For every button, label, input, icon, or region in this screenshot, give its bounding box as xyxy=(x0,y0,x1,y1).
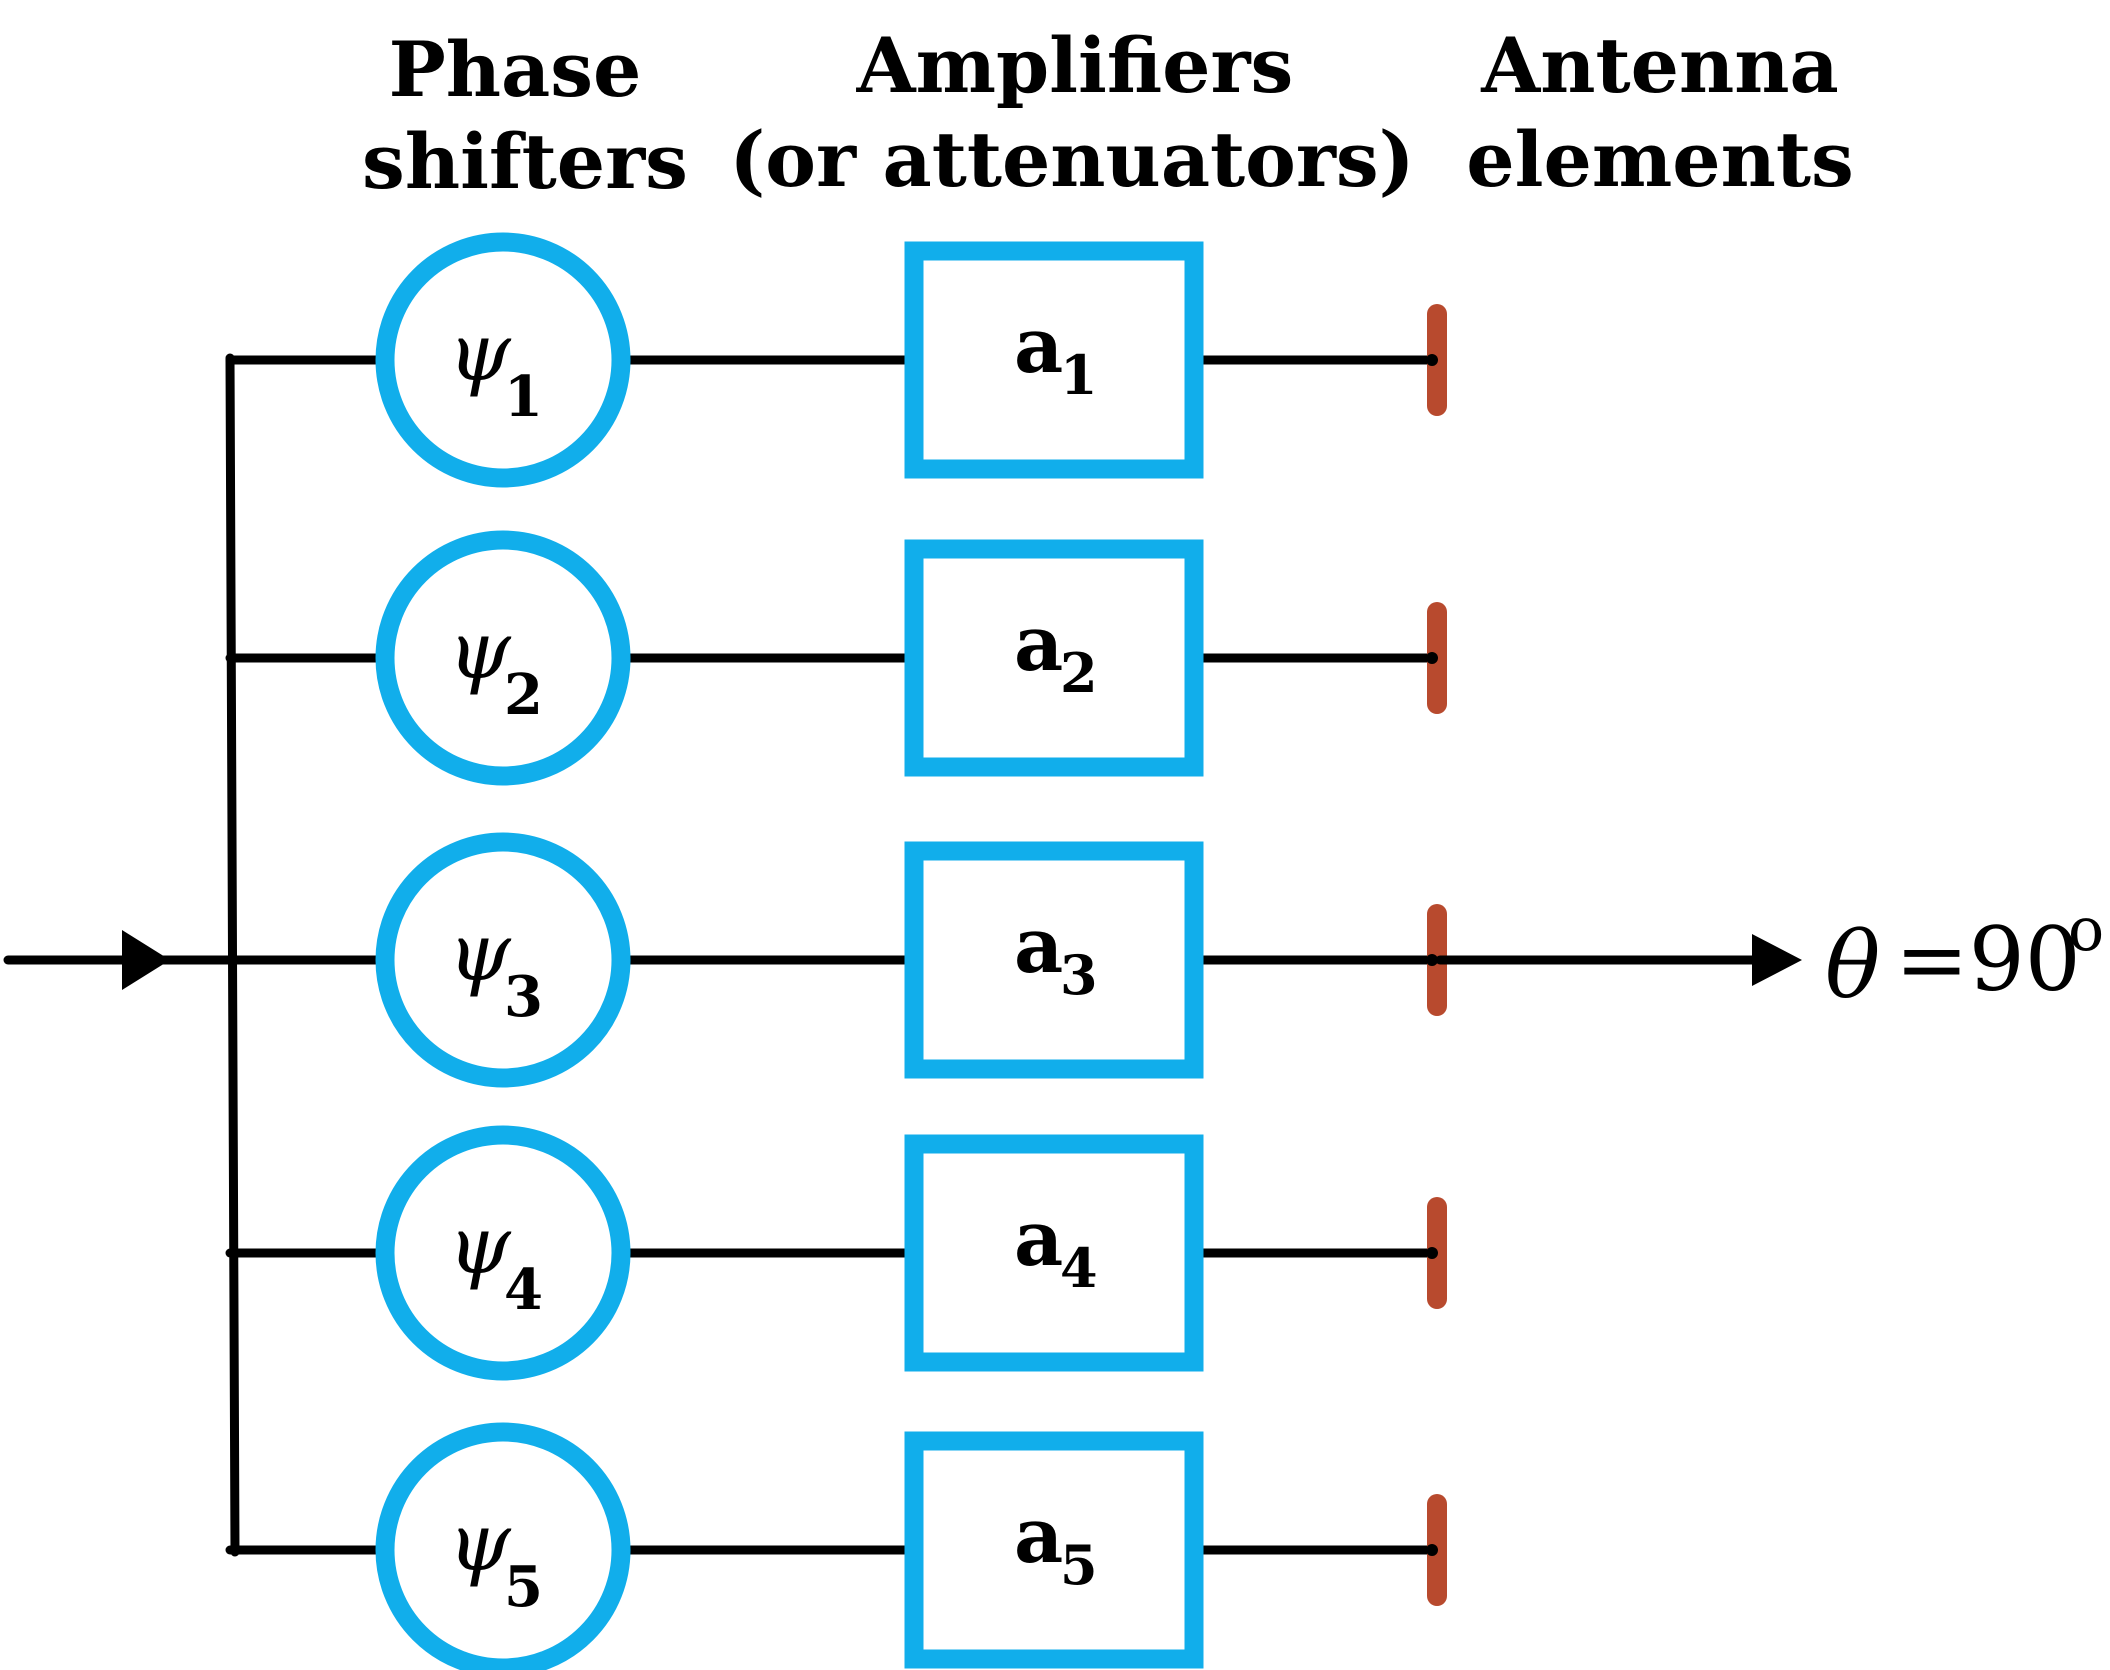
phase-shifter-4 xyxy=(375,1125,631,1381)
phase-symbol-4: ψ xyxy=(448,1199,512,1292)
amplifier-5 xyxy=(904,1431,1204,1669)
amp-symbol-5: a xyxy=(1014,1491,1063,1580)
header-antenna-line2: elements xyxy=(1466,115,1854,204)
amp-index-2: 2 xyxy=(1060,641,1098,705)
phase-index-5: 5 xyxy=(504,1554,543,1620)
header-phase-line2: shifters xyxy=(362,117,688,206)
feed-bus xyxy=(225,353,240,1557)
phase-symbol-3: ψ xyxy=(448,906,512,999)
amplifier-1 xyxy=(904,241,1204,479)
phase-symbol-2: ψ xyxy=(448,604,512,697)
amplifier-2 xyxy=(904,539,1204,777)
amp-symbol-1: a xyxy=(1014,301,1063,390)
amplifier-4 xyxy=(904,1134,1204,1372)
phase-index-1: 1 xyxy=(504,364,543,430)
phase-index-4: 4 xyxy=(504,1257,543,1323)
input-arrow-head xyxy=(122,930,170,990)
amp-index-5: 5 xyxy=(1060,1533,1098,1597)
amp-symbol-3: a xyxy=(1014,901,1063,990)
header-amplifiers: Amplifiers (or attenuators) xyxy=(729,21,1414,204)
header-phase-shifters: Phase shifters xyxy=(362,25,688,206)
antenna-feed-point-4 xyxy=(1426,1247,1438,1259)
amp-symbol-2: a xyxy=(1014,599,1063,688)
antenna-feed-point-2 xyxy=(1426,652,1438,664)
phase-index-2: 2 xyxy=(504,662,543,728)
header-phase-line1: Phase xyxy=(389,25,642,114)
amp-symbol-4: a xyxy=(1014,1194,1063,1283)
phase-shifter-5 xyxy=(375,1422,631,1670)
header-antenna-elements: Antenna elements xyxy=(1466,21,1854,204)
amp-index-1: 1 xyxy=(1060,343,1098,407)
antenna-feed-point-5 xyxy=(1426,1544,1438,1556)
phase-symbol-5: ψ xyxy=(448,1496,512,1589)
angle-symbol: θ xyxy=(1825,912,1880,1019)
angle-value: =90 xyxy=(1895,908,2081,1011)
amp-index-4: 4 xyxy=(1060,1236,1098,1300)
degree-symbol: o xyxy=(2068,895,2104,965)
output-angle-label: θ =90 o xyxy=(1825,895,2104,1019)
feed-network xyxy=(3,353,240,1557)
phase-shifter-1 xyxy=(375,232,631,488)
phase-shifter-2 xyxy=(375,530,631,786)
output-beam xyxy=(1435,934,1802,986)
header-antenna-line1: Antenna xyxy=(1480,21,1838,110)
phase-symbol-1: ψ xyxy=(448,306,512,399)
amp-index-3: 3 xyxy=(1060,943,1098,1007)
phase-index-3: 3 xyxy=(504,964,543,1030)
header-amplifiers-line1: Amplifiers xyxy=(856,21,1294,110)
phase-shifter-3 xyxy=(375,832,631,1088)
header-amplifiers-line2: (or attenuators) xyxy=(729,115,1414,204)
antenna-feed-point-1 xyxy=(1426,354,1438,366)
antenna-feed-point-3 xyxy=(1426,954,1438,966)
amplifier-3 xyxy=(904,841,1204,1079)
output-arrow-head xyxy=(1752,934,1802,986)
